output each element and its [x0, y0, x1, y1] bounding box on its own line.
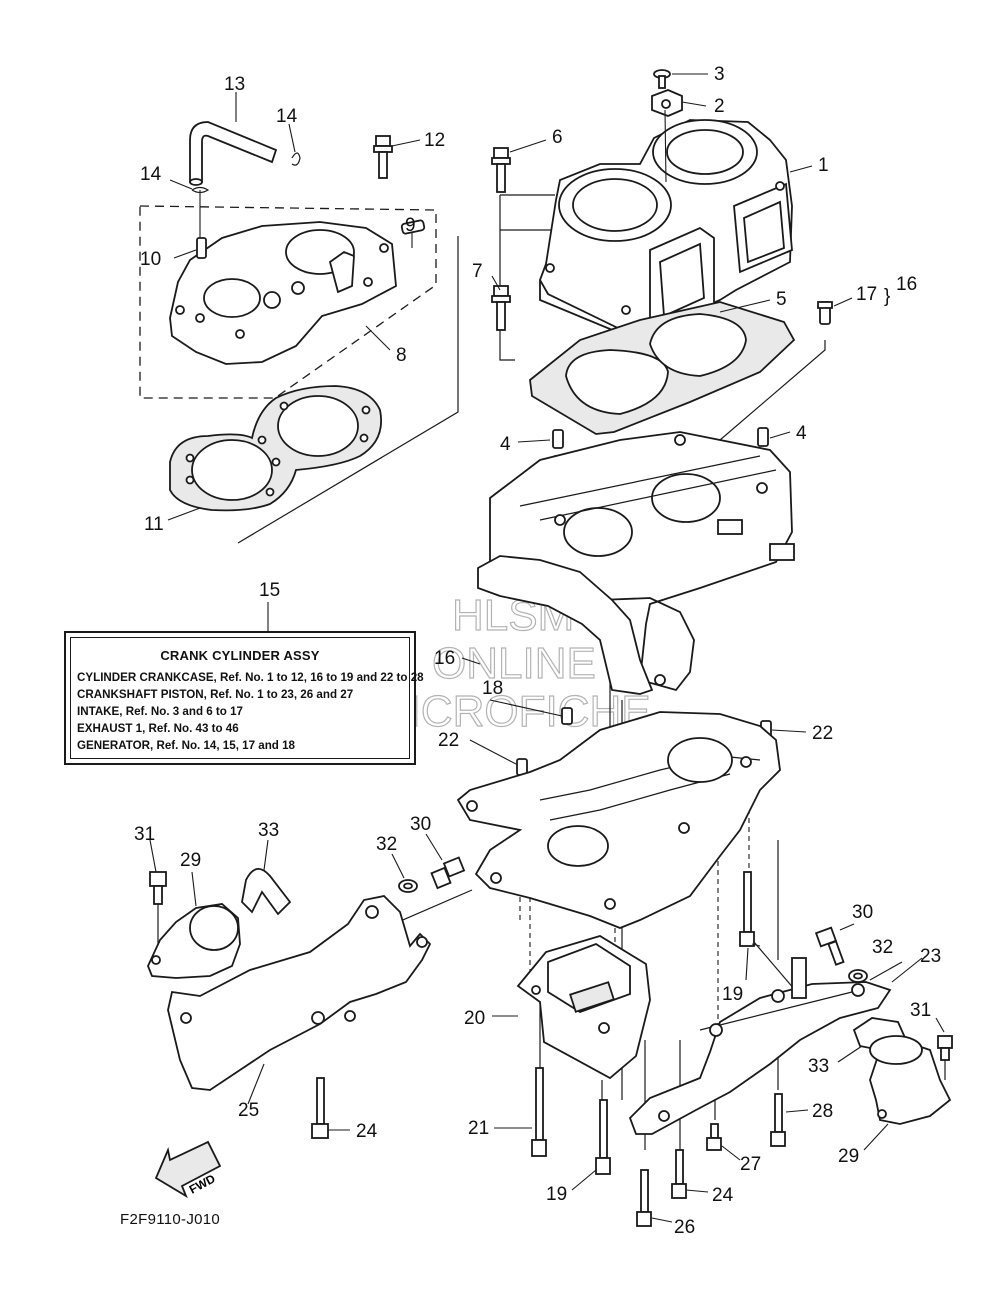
callout-27: 27 — [740, 1154, 761, 1175]
callout-21: 21 — [468, 1118, 489, 1139]
mount-bracket-25 — [167, 895, 432, 1091]
assembly-title: CRANK CYLINDER ASSY — [160, 648, 320, 663]
dowel-4-left — [552, 429, 564, 449]
callout-6: 6 — [552, 127, 563, 148]
bolt-30-right — [814, 926, 845, 966]
dowel-18 — [561, 707, 573, 725]
dowel-4-right — [757, 427, 769, 447]
washer-32-right — [848, 969, 868, 983]
cylinder-1 — [539, 119, 793, 335]
callout-5: 5 — [776, 289, 787, 310]
callout-19-lower: 19 — [546, 1184, 567, 1205]
base-gasket-5 — [529, 301, 796, 435]
bolt-31-left — [149, 871, 167, 905]
callout-31-left: 31 — [134, 824, 155, 845]
callout-24-lower: 24 — [712, 1185, 734, 1206]
washer-32-left — [398, 879, 418, 893]
pin-17 — [817, 301, 833, 325]
bolt-30-left — [430, 856, 466, 890]
assembly-line-generator: GENERATOR, Ref. No. 14, 15, 17 and 18 — [77, 739, 295, 752]
bolt-7 — [491, 285, 511, 331]
assembly-line-intake: INTAKE, Ref. No. 3 and 6 to 17 — [77, 705, 243, 718]
assembly-reference-box: CRANK CYLINDER ASSY CYLINDER CRANKCASE, … — [64, 631, 424, 765]
callout-16-bracket: } — [884, 286, 890, 307]
callout-7: 7 — [472, 261, 483, 282]
callout-16-lower: 16 — [434, 648, 455, 669]
callout-14-upper: 14 — [276, 106, 298, 127]
callout-15: 15 — [259, 580, 280, 601]
callout-30-right: 30 — [852, 902, 873, 923]
bolt-6 — [491, 147, 511, 193]
leader-lines — [149, 73, 945, 1223]
callout-17: 17 — [856, 284, 877, 305]
callout-32-left: 32 — [376, 834, 397, 855]
callout-29-right: 29 — [838, 1146, 859, 1167]
pin-10 — [196, 237, 207, 259]
callout-33-left: 33 — [258, 820, 279, 841]
head-gasket-11 — [169, 385, 382, 512]
fitting-9 — [400, 219, 426, 235]
callout-2: 2 — [714, 96, 725, 117]
callout-33-right: 33 — [808, 1056, 829, 1077]
assembly-line-crankshaft-piston: CRANKSHAFT PISTON, Ref. No. 1 to 23, 26 … — [77, 688, 354, 701]
callout-19-upper: 19 — [722, 984, 743, 1005]
callout-22-left: 22 — [438, 730, 459, 751]
callout-16-upper: 16 — [896, 274, 917, 295]
screw-3 — [653, 69, 671, 89]
callout-8: 8 — [396, 345, 407, 366]
callout-30-left: 30 — [410, 814, 431, 835]
clamp-2 — [651, 89, 683, 117]
water-jacket-cover-dashed-frame — [139, 205, 437, 399]
callout-1: 1 — [818, 155, 829, 176]
bolt-24-lower — [671, 1149, 687, 1199]
bolt-12 — [373, 135, 393, 179]
drawing-code: F2F9110-J010 — [120, 1211, 221, 1228]
callout-20: 20 — [464, 1008, 485, 1029]
bolt-21 — [531, 1067, 547, 1157]
callout-3: 3 — [714, 64, 725, 85]
callout-25: 25 — [238, 1100, 259, 1121]
callout-12: 12 — [424, 130, 445, 151]
callout-10: 10 — [140, 249, 161, 270]
callout-26: 26 — [674, 1217, 695, 1238]
callout-9: 9 — [405, 215, 416, 236]
water-jacket-cover-8 — [169, 221, 397, 365]
hose-13 — [189, 121, 278, 186]
callout-29-left: 29 — [180, 850, 201, 871]
callout-numbers: 1 2 3 4 4 5 6 7 8 9 10 11 12 13 14 14 15… — [134, 64, 941, 1238]
bolt-19-upper — [739, 871, 755, 947]
callout-32-right: 32 — [872, 937, 893, 958]
callout-24-left: 24 — [356, 1121, 378, 1142]
watermark-line-2: ONLINE — [432, 639, 596, 688]
upper-crankcase — [477, 431, 795, 695]
bracket-20 — [516, 935, 651, 1080]
bolt-28 — [770, 1093, 786, 1147]
assembly-line-exhaust: EXHAUST 1, Ref. No. 43 to 46 — [77, 722, 239, 735]
callout-23: 23 — [920, 946, 941, 967]
callout-18: 18 — [482, 678, 503, 699]
callout-4-right: 4 — [796, 423, 807, 444]
bolt-27 — [706, 1123, 722, 1151]
mount-bracket-23 — [628, 957, 892, 1135]
callout-31-right: 31 — [910, 1000, 931, 1021]
assembly-reference-inner: CRANK CYLINDER ASSY CYLINDER CRANKCASE, … — [70, 637, 424, 759]
callout-4-left: 4 — [500, 434, 511, 455]
callout-14-lower: 14 — [140, 164, 162, 185]
bolt-24-left — [311, 1077, 329, 1139]
forward-arrow-icon: FWD — [154, 1140, 222, 1199]
bolt-19-lower — [595, 1099, 611, 1175]
bracket-33-left — [241, 868, 292, 916]
hose-clip-14 — [191, 152, 301, 194]
callout-13: 13 — [224, 74, 245, 95]
assembly-line-cylinder-crankcase: CYLINDER CRANKCASE, Ref. No. 1 to 12, 16… — [77, 671, 424, 684]
bolt-26 — [636, 1169, 652, 1227]
bolt-31-right — [937, 1035, 953, 1061]
lower-crankcase — [456, 711, 781, 929]
engine-mount-29-right — [869, 1035, 952, 1125]
callout-11: 11 — [144, 514, 164, 535]
callout-28: 28 — [812, 1101, 833, 1122]
callout-22-right: 22 — [812, 723, 833, 744]
engine-mount-29-left — [147, 903, 241, 979]
